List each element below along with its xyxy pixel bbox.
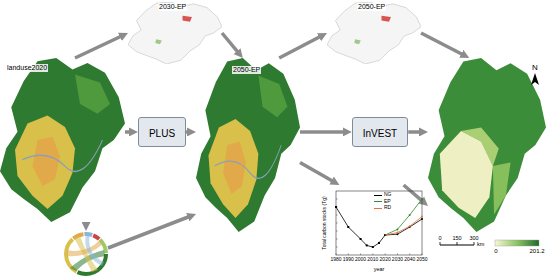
scale-bar bbox=[440, 242, 474, 245]
map-illustration bbox=[428, 58, 546, 232]
flow-arrow bbox=[300, 162, 333, 181]
flow-arrow bbox=[125, 130, 131, 134]
color-bar bbox=[495, 240, 539, 246]
map-illustration bbox=[128, 2, 222, 64]
land-use-map: landuse2020 bbox=[0, 58, 125, 222]
scenario-map: 2050-EP bbox=[327, 2, 421, 64]
flow-arrow bbox=[222, 33, 238, 53]
tick-label: 2050 bbox=[416, 257, 427, 263]
map-title: 2050-EP bbox=[357, 3, 386, 11]
map-illustration bbox=[327, 2, 421, 64]
map-title: landuse2020 bbox=[6, 64, 48, 72]
model-name: PLUS bbox=[149, 128, 175, 139]
legend-swatch bbox=[374, 195, 382, 196]
flow-arrow bbox=[408, 130, 421, 134]
chart-plot bbox=[318, 185, 425, 277]
model-name: InVEST bbox=[363, 128, 397, 139]
legend-text: RD bbox=[384, 205, 391, 211]
map-illustration bbox=[196, 58, 300, 232]
legend-text: NG bbox=[384, 192, 392, 198]
legend-swatch bbox=[374, 208, 382, 209]
line-chart: Total carbon stocks (Tg) year NGEPRD bbox=[318, 185, 425, 277]
flow-arrow bbox=[421, 33, 463, 55]
tick-label: 1990 bbox=[343, 257, 354, 263]
carbon-map: N bbox=[428, 58, 546, 232]
legend-swatch bbox=[374, 201, 382, 202]
flow-arrow bbox=[108, 217, 190, 249]
tick-label: 1980 bbox=[330, 257, 341, 263]
scale-unit: km bbox=[477, 241, 484, 247]
flow-arrow bbox=[75, 36, 122, 58]
axis-title: year bbox=[374, 266, 385, 272]
scenario-map: 2030-EP bbox=[128, 2, 222, 64]
axis-title: Total carbon stocks (Tg) bbox=[322, 196, 328, 249]
flow-arrow bbox=[404, 185, 423, 201]
model-box: InVEST bbox=[352, 117, 408, 147]
tick-label: 2000 bbox=[355, 257, 366, 263]
scale-label: 0 bbox=[438, 235, 441, 241]
colorbar-label: 201.2 bbox=[529, 248, 544, 255]
tick-label: 2030 bbox=[392, 257, 403, 263]
scale-label: 150 bbox=[452, 235, 461, 241]
flow-arrow bbox=[186, 130, 189, 134]
colorbar-label: 0 bbox=[494, 248, 497, 255]
tick-label: 2010 bbox=[367, 257, 378, 263]
tick-label: 2040 bbox=[404, 257, 415, 263]
tick-label: 2020 bbox=[380, 257, 391, 263]
flow-arrow bbox=[84, 222, 88, 224]
legend-text: EP bbox=[384, 199, 391, 205]
model-box: PLUS bbox=[138, 117, 186, 147]
map-title: 2030-EP bbox=[158, 3, 187, 11]
north-label: N bbox=[531, 64, 539, 73]
map-title: 2050-EP bbox=[232, 66, 261, 74]
map-illustration bbox=[0, 58, 125, 222]
north-arrow bbox=[531, 73, 539, 85]
scenario-map: 2050-EP bbox=[196, 58, 300, 232]
flow-arrow bbox=[279, 36, 321, 58]
chord-diagram bbox=[66, 234, 106, 274]
flow-arrow bbox=[300, 130, 345, 134]
scale-label: 300 bbox=[469, 235, 478, 241]
